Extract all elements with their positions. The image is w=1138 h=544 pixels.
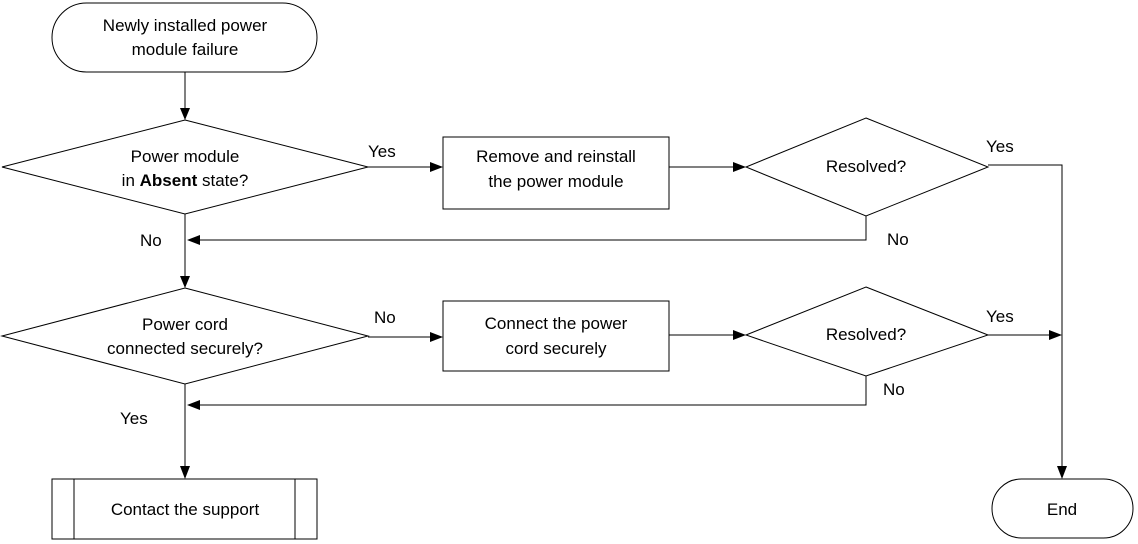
connectors (180, 72, 1067, 479)
label-resolved2-yes: Yes (986, 307, 1014, 326)
decision-power-cord: Power cord connected securely? (0, 287, 370, 385)
arrowhead (1049, 330, 1062, 340)
label-cord-no: No (374, 308, 396, 327)
action-connect-line1: Connect the power (485, 314, 628, 333)
label-cord-yes: Yes (120, 409, 148, 428)
edge-resolved2-no (198, 376, 867, 406)
arrowhead (430, 162, 443, 172)
decision-cord-line1: Power cord (142, 315, 228, 334)
decision-absent-line2: in Absent state? (122, 171, 249, 190)
label-absent-no: No (140, 231, 162, 250)
decision-resolved-2-label: Resolved? (826, 325, 906, 344)
arrowhead (430, 332, 443, 342)
decision-absent-line1: Power module (131, 147, 240, 166)
arrowhead (187, 235, 200, 245)
action-reinstall: Remove and reinstall the power module (442, 136, 670, 210)
arrowhead (180, 466, 190, 479)
process-contact-support: Contact the support (51, 478, 318, 540)
contact-support-label: Contact the support (111, 500, 260, 519)
arrowhead (180, 108, 190, 120)
arrowhead (733, 162, 746, 172)
arrowhead (733, 330, 746, 340)
label-resolved1-no: No (887, 230, 909, 249)
decision-resolved-1-label: Resolved? (826, 157, 906, 176)
end-terminator: End (991, 478, 1134, 539)
start-label-line1: Newly installed power (103, 16, 268, 35)
absent-bold: Absent (140, 171, 198, 190)
action-connect-line2: cord securely (505, 339, 607, 358)
action-connect-cord: Connect the power cord securely (442, 300, 670, 372)
end-label: End (1047, 500, 1077, 519)
action-reinstall-line1: Remove and reinstall (476, 147, 636, 166)
decision-cord-line2: connected securely? (107, 339, 263, 358)
start-terminator: Newly installed power module failure (51, 2, 318, 73)
label-absent-yes: Yes (368, 142, 396, 161)
edge-resolved1-yes (988, 164, 1063, 468)
action-reinstall-line2: the power module (488, 172, 623, 191)
label-resolved2-no: No (883, 380, 905, 399)
decision-absent-state: Power module in Absent state? (1, 119, 369, 215)
arrowhead (1057, 466, 1067, 479)
edge-resolved1-no (198, 216, 867, 241)
decision-resolved-1: Resolved? (744, 117, 990, 217)
arrowhead (180, 276, 190, 288)
decision-resolved-2: Resolved? (744, 286, 990, 377)
edge-labels: Yes No Yes No No Yes Yes No (120, 137, 1014, 428)
arrowhead (187, 400, 200, 410)
label-resolved1-yes: Yes (986, 137, 1014, 156)
start-label-line2: module failure (132, 40, 239, 59)
